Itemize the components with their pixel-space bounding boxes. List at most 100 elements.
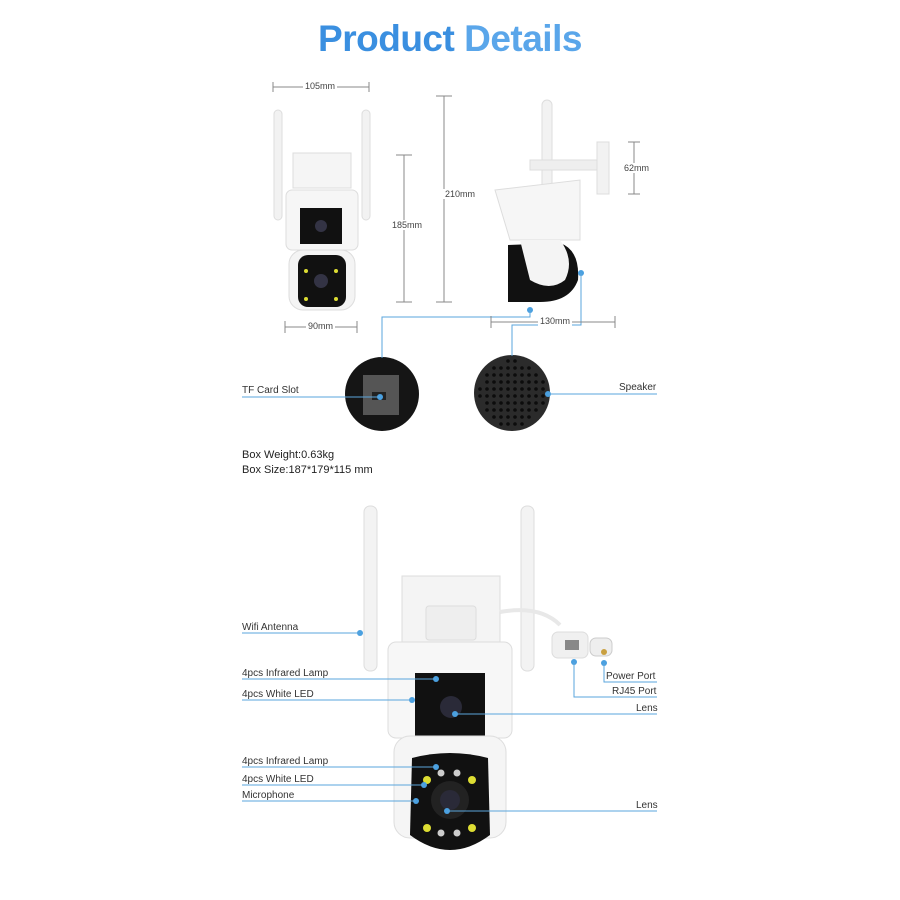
speaker-hole [541,380,545,384]
speaker-hole [534,408,538,412]
page-title: Product Details [0,18,900,60]
dim-depth: 130mm [538,316,573,326]
speaker-hole [513,366,517,370]
speaker-hole [513,415,517,419]
speaker-hole [541,387,545,391]
box-size: Box Size:187*179*115 mm [242,464,373,476]
speaker-hole [534,394,538,398]
speaker-hole [520,366,524,370]
speaker-hole [520,373,524,377]
speaker-hole [506,415,510,419]
speaker-hole [513,401,517,405]
label-wifi-antenna: Wifi Antenna [242,622,299,633]
speaker-hole [527,366,531,370]
dim-bracket-height: 62mm [622,163,652,173]
speaker-hole [485,373,489,377]
main-camera-image [363,505,613,850]
dim-body-height: 185mm [390,220,425,230]
speaker-hole [492,373,496,377]
box-weight: Box Weight:0.63kg [242,449,335,461]
label-speaker: Speaker [619,382,657,393]
speaker-hole [485,401,489,405]
speaker-hole [520,408,524,412]
speaker-hole [513,387,517,391]
speaker-hole [478,387,482,391]
label-power-port: Power Port [606,671,656,682]
speaker-hole [499,415,503,419]
label-lower-white-led: 4pcs White LED [242,774,314,785]
speaker-hole [513,408,517,412]
speaker-hole [513,359,517,363]
speaker-hole [506,366,510,370]
title-part2: Details [464,18,582,59]
speaker-hole [541,401,545,405]
speaker-hole [506,394,510,398]
speaker-hole [520,401,524,405]
speaker-hole [506,422,510,426]
speaker-hole [520,422,524,426]
speaker-hole [527,387,531,391]
speaker-hole [485,387,489,391]
speaker-hole [513,394,517,398]
speaker-hole [513,380,517,384]
speaker-hole [499,387,503,391]
speaker-hole [520,380,524,384]
speaker-hole [527,373,531,377]
label-tf-card-slot: TF Card Slot [242,385,299,396]
speaker-hole [499,394,503,398]
speaker-hole [499,366,503,370]
side-camera-image [494,99,610,302]
label-upper-lens: Lens [636,703,658,714]
speaker-hole [513,373,517,377]
speaker-hole [499,380,503,384]
dim-bottom-width: 90mm [306,321,336,331]
front-camera-image [273,109,371,311]
speaker-hole [534,373,538,377]
speaker-hole [506,373,510,377]
speaker-hole [499,401,503,405]
speaker-hole [527,380,531,384]
speaker-hole [492,394,496,398]
speaker-hole [492,415,496,419]
dim-top-width: 105mm [303,81,338,91]
speaker-hole [478,394,482,398]
speaker-hole [485,394,489,398]
dim-total-height: 210mm [443,189,478,199]
title-part1: Product [318,18,455,59]
label-rj45-port: RJ45 Port [612,686,657,697]
speaker-hole [492,408,496,412]
label-microphone: Microphone [242,790,295,801]
speaker-hole [499,422,503,426]
speaker-hole [499,408,503,412]
speaker-hole [506,408,510,412]
speaker-hole [527,415,531,419]
callout-lines [242,273,657,812]
speaker-hole [499,373,503,377]
label-upper-white-led: 4pcs White LED [242,689,314,700]
label-lower-lens: Lens [636,800,658,811]
label-lower-infrared: 4pcs Infrared Lamp [242,756,329,767]
speaker-hole [485,408,489,412]
speaker-closeup [474,355,550,431]
speaker-hole [506,359,510,363]
speaker-hole [534,401,538,405]
speaker-hole [534,387,538,391]
speaker-hole [492,380,496,384]
tf-card-closeup [345,357,419,431]
speaker-hole [527,394,531,398]
label-upper-infrared: 4pcs Infrared Lamp [242,668,329,679]
speaker-hole [506,387,510,391]
speaker-hole [492,387,496,391]
speaker-hole [485,380,489,384]
speaker-hole [527,408,531,412]
speaker-hole [534,380,538,384]
speaker-hole [527,401,531,405]
speaker-hole [492,366,496,370]
speaker-hole [520,387,524,391]
speaker-hole [513,422,517,426]
speaker-hole [492,401,496,405]
speaker-hole [541,394,545,398]
speaker-hole [506,401,510,405]
speaker-hole [506,380,510,384]
